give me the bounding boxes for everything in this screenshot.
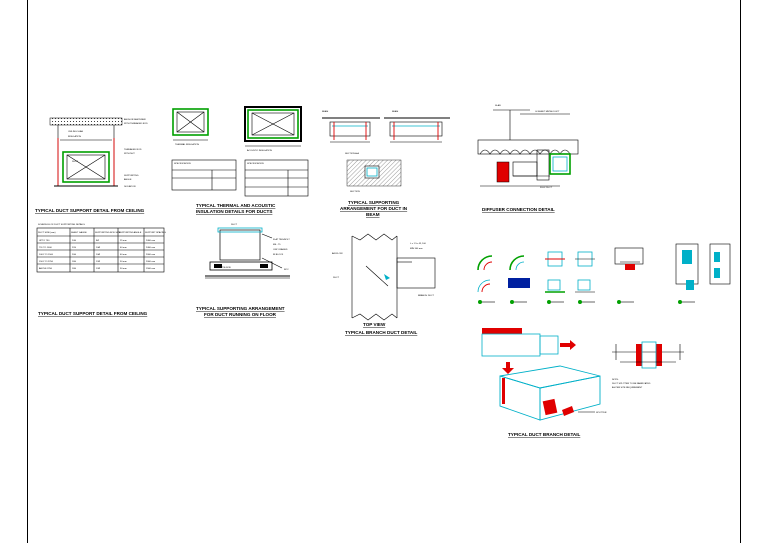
svg-text:FLEX DUCT: FLEX DUCT [540, 187, 553, 189]
thermal-acoustic-insulation-detail: THERMAL INSULATION ACOUSTIC INSULATION S… [171, 106, 309, 197]
svg-text:DUCT SPLITTER TO BE FABRICATED: DUCT SPLITTER TO BE FABRICATED [612, 382, 651, 385]
svg-text:SUPPORTING: SUPPORTING [124, 175, 139, 177]
schedule-row: ABOVE 2250 18G 12Ø 50 mm 1500 mm [39, 267, 155, 270]
label-supporting-beam-1: TYPICAL SUPPORTING [348, 200, 400, 205]
schedule-table: SCHEDULE OF DUCT SUPPORTING DETAILS DUCT… [36, 223, 166, 273]
svg-text:FLAT TIES/BOLT: FLAT TIES/BOLT [273, 238, 290, 241]
label-duct-support-ceiling: TYPICAL DUCT SUPPORT DETAIL FROM CEILING [35, 208, 145, 213]
svg-text:12Ø: 12Ø [96, 261, 100, 263]
svg-text:10Ø: 10Ø [96, 247, 100, 249]
label-diffuser-connection: DIFFUSER CONNECTION DETAIL [482, 207, 555, 212]
svg-text:2400 mm: 2400 mm [146, 247, 155, 249]
svg-text:SLAB: SLAB [495, 104, 501, 107]
schedule-row: UPTO 750 24G 8Ø 25 mm 2400 mm [39, 240, 155, 242]
svg-text:SPECIFICATION: SPECIFICATION [247, 162, 264, 165]
svg-text:SPECIFICATION: SPECIFICATION [174, 162, 191, 165]
svg-text:GI SHEET METAL DUCT: GI SHEET METAL DUCT [535, 110, 560, 113]
svg-text:RCC: RCC [284, 269, 289, 271]
svg-text:24G: 24G [72, 240, 76, 242]
svg-text:2400 mm: 2400 mm [146, 240, 155, 242]
schedule-row: 1501 TO 2250 18G 12Ø 50 mm 2000 mm [39, 261, 155, 263]
label-branch-duct: TYPICAL BRANCH DUCT DETAIL [345, 330, 418, 335]
svg-text:20G: 20G [72, 254, 76, 256]
schedule-row: 751 TO 1000 22G 10Ø 40 mm 2400 mm [39, 247, 155, 249]
schedule-header: SUPPORT SPACING [145, 231, 166, 234]
svg-text:DUCT: DUCT [72, 161, 79, 163]
svg-text:NOTE:: NOTE: [612, 379, 619, 381]
duct-support-ceiling-detail: CEILING SLAB INSULATION ANCHOR FASTENER … [49, 117, 148, 188]
svg-text:AIR FLOW: AIR FLOW [332, 252, 344, 255]
schedule-header: SUPPORTING ROD SIZE [95, 232, 121, 234]
tee-section-detail: NOTE: DUCT SPLITTER TO BE FABRICATED AS … [612, 341, 684, 389]
label-thermal-acoustic-2: INSULATION DETAILS FOR DUCTS [196, 209, 272, 214]
svg-text:18G: 18G [72, 261, 76, 263]
svg-text:50 mm: 50 mm [120, 268, 127, 270]
svg-text:CEILING SLAB: CEILING SLAB [68, 130, 83, 133]
svg-text:L = 1.5 x W, 100: L = 1.5 x W, 100 [410, 243, 427, 245]
svg-text:1501 TO 2250: 1501 TO 2250 [39, 261, 54, 263]
schedule-header: SUPPORTING ANGLE [119, 231, 142, 234]
svg-text:TIE-ROD: TIE-ROD [222, 267, 231, 269]
schedule-row: 1001 TO 1500 20G 10Ø 40 mm 2000 mm [39, 254, 155, 256]
svg-text:12Ø: 12Ø [96, 268, 100, 270]
label-supporting-beam-3: BEAM [366, 212, 380, 217]
branch-duct-top-view: AIR FLOW DUCT L = 1.5 x W, 100 MIN 300 m… [332, 233, 436, 321]
svg-text:SECTION A-A: SECTION A-A [345, 152, 359, 155]
svg-text:WITH THREADED ROD: WITH THREADED ROD [124, 122, 148, 125]
label-branch-duct-iso: TYPICAL DUCT BRANCH DETAIL [508, 432, 581, 437]
svg-text:WITH NUT: WITH NUT [124, 153, 135, 155]
svg-text:1500 mm: 1500 mm [146, 268, 155, 270]
duct-in-beam-detail: BEAM BEAM SECTION A-A SECTION [322, 110, 450, 193]
label-supporting-floor-1: TYPICAL SUPPORTING ARRANGEMENT [196, 306, 285, 311]
svg-text:8Ø: 8Ø [96, 240, 99, 242]
svg-text:BEAM: BEAM [392, 110, 398, 113]
label-top-view: TOP VIEW [363, 322, 386, 327]
svg-text:DUCT: DUCT [231, 224, 238, 226]
fitting-details-grid [477, 243, 731, 304]
svg-text:THREADED ROD: THREADED ROD [124, 148, 142, 151]
svg-text:25 mm: 25 mm [120, 240, 127, 242]
svg-text:IN BLOCK: IN BLOCK [273, 254, 284, 256]
svg-text:M6 - 75: M6 - 75 [273, 244, 281, 246]
schedule-header: SHEET GAUGE [71, 231, 87, 234]
svg-text:ANCHOR FASTENER: ANCHOR FASTENER [124, 118, 146, 121]
svg-text:SECTION: SECTION [350, 191, 360, 193]
svg-text:INSULATION: INSULATION [68, 135, 81, 138]
svg-text:ANGLE: ANGLE [124, 178, 132, 181]
svg-text:ISOLATION: ISOLATION [124, 185, 136, 188]
svg-text:40 mm: 40 mm [120, 254, 127, 256]
schedule-title: SCHEDULE OF DUCT SUPPORTING DETAILS [38, 223, 85, 226]
svg-text:BEAM: BEAM [322, 110, 328, 113]
label-thermal-acoustic-1: TYPICAL THERMAL AND ACOUSTIC [196, 203, 276, 208]
svg-text:2000 mm: 2000 mm [146, 261, 155, 263]
label-supporting-beam-2: ARRANGEMENT FOR DUCT IN [340, 206, 408, 211]
svg-text:DUCT: DUCT [333, 277, 340, 279]
svg-text:18G: 18G [72, 268, 76, 270]
svg-text:UPTO 750: UPTO 750 [39, 240, 50, 242]
svg-text:ACOUSTIC INSULATION: ACOUSTIC INSULATION [247, 149, 272, 152]
duct-on-floor-detail: DUCT FLAT TIES/BOLT M6 - 75 ONLY RAISED … [205, 224, 290, 279]
svg-text:BRANCH DUCT: BRANCH DUCT [418, 294, 435, 297]
isometric-branch-detail: SPLITTER [481, 328, 607, 421]
svg-text:2000 mm: 2000 mm [146, 254, 155, 256]
svg-text:MIN 300 mm: MIN 300 mm [410, 248, 423, 250]
label-supporting-floor-2: FOR DUCT RUNNING ON FLOOR [204, 312, 277, 317]
svg-text:751 TO 1000: 751 TO 1000 [39, 247, 52, 249]
svg-text:ABOVE 2250: ABOVE 2250 [39, 267, 53, 270]
svg-text:40 mm: 40 mm [120, 247, 127, 249]
svg-text:SPLITTER: SPLITTER [596, 412, 607, 414]
svg-text:50 mm: 50 mm [120, 261, 127, 263]
schedule-header: DUCT SIDE (mm) [38, 232, 56, 234]
svg-text:AS PER SITE REQUIREMENT: AS PER SITE REQUIREMENT [612, 386, 643, 389]
svg-text:ONLY RAISED: ONLY RAISED [273, 248, 288, 251]
svg-text:22G: 22G [72, 247, 76, 249]
diffuser-connection-detail: SLAB FLEX DUCT GI SHEET METAL DUCT [477, 104, 579, 189]
svg-text:THERMAL INSULATION: THERMAL INSULATION [175, 143, 199, 146]
label-duct-support-ceiling-2: TYPICAL DUCT SUPPORT DETAIL FROM CEILING [38, 311, 148, 316]
svg-text:10Ø: 10Ø [96, 254, 100, 256]
svg-text:1001 TO 1500: 1001 TO 1500 [39, 254, 54, 256]
